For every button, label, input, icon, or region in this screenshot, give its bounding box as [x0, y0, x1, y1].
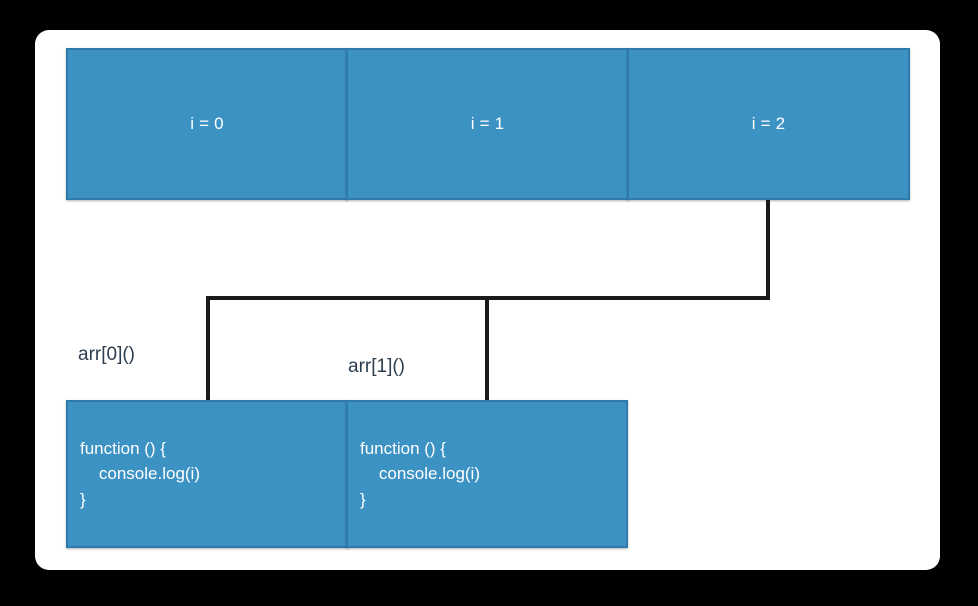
iteration-label-1: i = 1	[470, 114, 505, 134]
iteration-label-2: i = 2	[751, 114, 786, 134]
iteration-label-0: i = 0	[190, 114, 224, 134]
iteration-cell-1[interactable]: i = 1	[346, 48, 629, 200]
iteration-cell-2[interactable]: i = 2	[627, 48, 910, 200]
call-label-arr-1: arr[1]()	[348, 356, 405, 377]
closure-cell-1[interactable]: function () { console.log(i) }	[346, 400, 628, 548]
closure-cell-0[interactable]: function () { console.log(i) }	[66, 400, 348, 548]
loop-iteration-row: i = 0 i = 1 i = 2	[66, 48, 910, 200]
iteration-cell-0[interactable]: i = 0	[66, 48, 348, 200]
call-label-arr-0: arr[0]()	[78, 344, 135, 365]
closure-code-1: function () { console.log(i) }	[360, 439, 480, 509]
closure-function-row: function () { console.log(i) } function …	[66, 400, 628, 548]
closure-code-0: function () { console.log(i) }	[80, 439, 200, 509]
